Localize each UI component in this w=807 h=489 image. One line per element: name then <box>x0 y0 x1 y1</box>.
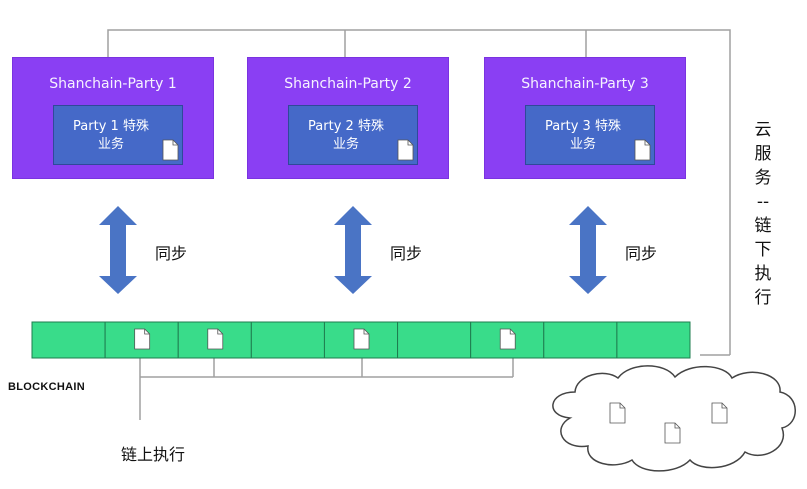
block-document-icon <box>207 328 224 350</box>
block-document-icon <box>134 328 151 350</box>
block <box>31 321 106 359</box>
onchain-execution-label: 链上执行 <box>121 445 186 464</box>
party-3-business-label: Party 3 特殊 业务 <box>545 119 621 152</box>
sync-arrow-1 <box>99 206 137 294</box>
block-document-icon <box>353 328 370 350</box>
blockchain-label: BLOCKCHAIN <box>8 381 85 393</box>
party-1-title: Shanchain-Party 1 <box>49 76 177 92</box>
document-icon <box>397 139 414 161</box>
party-1-business-label: Party 1 特殊 业务 <box>73 119 149 152</box>
sync-label-2: 同步 <box>390 244 423 263</box>
party-3-title: Shanchain-Party 3 <box>521 76 649 92</box>
party-2-business-label: Party 2 特殊 业务 <box>308 119 384 152</box>
cloud-doc-icon <box>664 422 681 444</box>
document-icon <box>634 139 651 161</box>
party-3-box: Shanchain-Party 3 Party 3 特殊 业务 <box>484 57 686 179</box>
cloud-doc-icon <box>711 402 728 424</box>
block <box>250 321 325 359</box>
cloud-doc-icon <box>609 402 626 424</box>
cloud-shape <box>552 365 796 472</box>
block <box>616 321 691 359</box>
block <box>543 321 618 359</box>
party-1-box: Shanchain-Party 1 Party 1 特殊 业务 <box>12 57 214 179</box>
sync-arrow-3 <box>569 206 607 294</box>
blockchain-bar <box>31 321 691 359</box>
party-3-business-box: Party 3 特殊 业务 <box>525 105 655 165</box>
cloud-connector-lines <box>107 29 731 356</box>
sync-arrow-2 <box>334 206 372 294</box>
block-document-icon <box>499 328 516 350</box>
onchain-connector-lines <box>139 355 514 420</box>
cloud-service-label: 云 服 务 -- 链 下 执 行 <box>754 120 772 308</box>
block <box>397 321 472 359</box>
party-2-box: Shanchain-Party 2 Party 2 特殊 业务 <box>247 57 449 179</box>
party-2-title: Shanchain-Party 2 <box>284 76 412 92</box>
sync-label-1: 同步 <box>155 244 188 263</box>
party-2-business-box: Party 2 特殊 业务 <box>288 105 418 165</box>
document-icon <box>162 139 179 161</box>
party-1-business-box: Party 1 特殊 业务 <box>53 105 183 165</box>
sync-label-3: 同步 <box>625 244 658 263</box>
